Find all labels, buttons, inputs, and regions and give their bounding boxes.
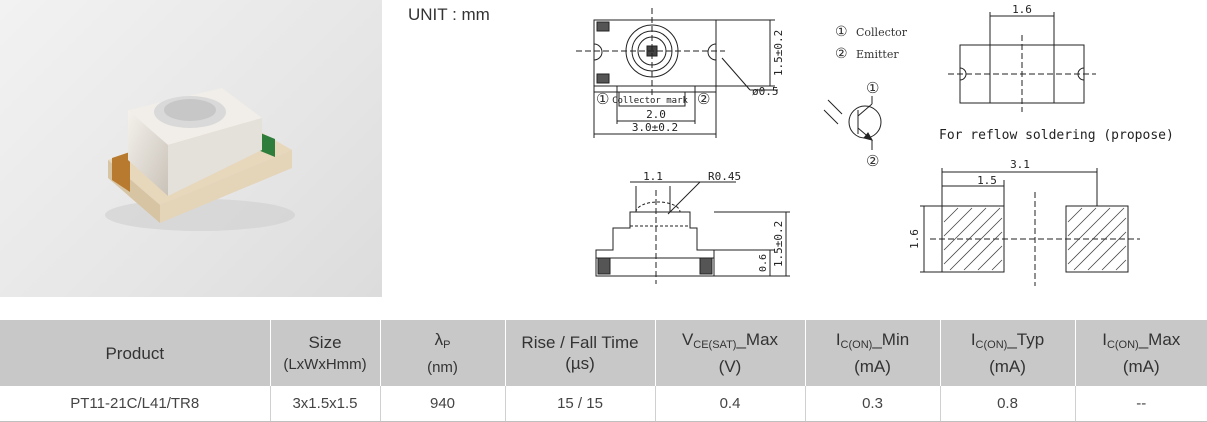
dim-radius: R0.45	[708, 170, 741, 183]
dim-lens-width: 1.1	[643, 170, 663, 183]
symbol-pin1: ①	[866, 79, 879, 97]
cell-wavelength: 940	[379, 386, 505, 422]
dim-top-height: 1.5±0.2	[772, 30, 785, 76]
header-ic-typ: IC(ON)_Typ(mA)	[939, 320, 1075, 386]
dim-base-height: 0.6	[758, 254, 769, 272]
header-product: Product	[0, 320, 270, 386]
spec-table: Product Size(LxWxHmm) λP(nm) Rise / Fall…	[0, 320, 1207, 422]
pin2-mark: ②	[697, 90, 710, 108]
reflow-view-drawing	[948, 12, 1096, 112]
header-rise-fall: Rise / Fall Time(µs)	[504, 320, 655, 386]
cell-rise-fall: 15 / 15	[504, 386, 655, 422]
legend-pin1: ①	[835, 24, 848, 40]
dim-side-height: 1.5±0.2	[772, 221, 785, 267]
symbol-pin2: ②	[866, 152, 879, 170]
header-ic-min: IC(ON)_Min(mA)	[804, 320, 940, 386]
cell-ic-typ: 0.8	[939, 386, 1075, 422]
unit-label: UNIT : mm	[408, 5, 490, 24]
package-drawing: Collector mark ① ② 2.0 3.0±0.2 ø0.5 1.5±…	[576, 3, 1174, 286]
transistor-symbol	[823, 96, 882, 150]
dim-inner-width: 2.0	[646, 108, 666, 121]
pad-hatching	[943, 207, 1127, 271]
header-size: Size(LxWxHmm)	[269, 320, 380, 386]
reflow-caption: For reflow soldering (propose)	[939, 128, 1174, 143]
header-vce-max: VCE(SAT)_Max(V)	[654, 320, 805, 386]
pin1-mark: ①	[596, 90, 609, 108]
cell-ic-min: 0.3	[804, 386, 940, 422]
cell-product: PT11-21C/L41/TR8	[0, 386, 270, 422]
header-wavelength: λP(nm)	[379, 320, 505, 386]
dim-hole: ø0.5	[752, 85, 779, 98]
dim-pad-height: 1.6	[908, 229, 921, 249]
dim-reflow-top: 1.6	[1012, 3, 1032, 16]
table-header-row: Product Size(LxWxHmm) λP(nm) Rise / Fall…	[0, 320, 1207, 386]
top-view-drawing	[576, 8, 778, 138]
dim-total-width: 3.0±0.2	[632, 121, 678, 134]
product-photo	[0, 0, 382, 297]
cell-vce-max: 0.4	[654, 386, 805, 422]
phototransistor-image	[105, 88, 295, 231]
collector-mark-label: Collector mark	[612, 96, 688, 106]
header-ic-max: IC(ON)_Max(mA)	[1074, 320, 1207, 386]
cell-ic-max: --	[1074, 386, 1207, 422]
legend-emitter: Emitter	[856, 48, 899, 61]
dim-pad-width: 1.5	[977, 174, 997, 187]
side-view-drawing	[595, 181, 790, 284]
dim-pad-total: 3.1	[1010, 158, 1030, 171]
legend-collector: Collector	[856, 26, 908, 39]
table-row: PT11-21C/L41/TR8 3x1.5x1.5 940 15 / 15 0…	[0, 386, 1207, 422]
legend-pin2: ②	[835, 46, 848, 62]
cell-size: 3x1.5x1.5	[269, 386, 380, 422]
